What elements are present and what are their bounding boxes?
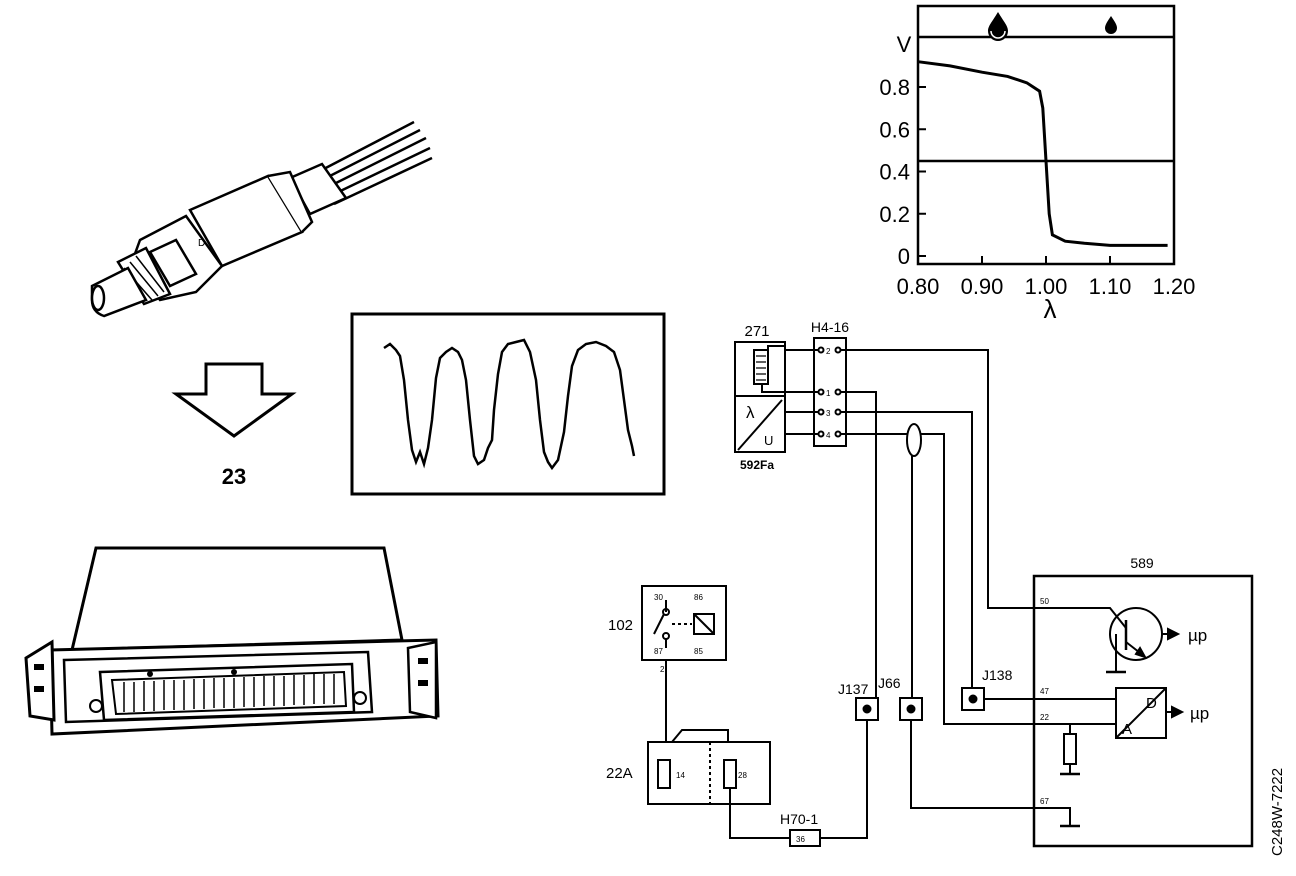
relay-pin-30: 30 xyxy=(654,593,663,602)
lambda-symbol: λ xyxy=(746,403,755,422)
ecu-pin-50: 50 xyxy=(1040,597,1049,606)
lean-drop-icon xyxy=(1105,16,1117,34)
ecu-pin-47: 47 xyxy=(1040,687,1049,696)
junction-j138-label: J138 xyxy=(982,667,1013,683)
sensor-voltage-curve xyxy=(917,60,1168,247)
relay-bottom-pin: 2 xyxy=(660,665,665,674)
oscilloscope-panel xyxy=(350,312,666,496)
oxygen-sensor-illustration: D xyxy=(90,120,433,318)
connector-h70-1 xyxy=(789,829,821,847)
y-tick-label: 0.4 xyxy=(879,160,910,185)
microprocessor-label-2: µp xyxy=(1190,704,1209,723)
junction-j66 xyxy=(899,697,923,721)
connector-pin-2: 2 xyxy=(826,347,831,356)
wiring-schematic: 271 592Fa λ U H4-16 2 1 3 4 xyxy=(606,319,1254,848)
x-tick-label: 0.80 xyxy=(897,274,940,299)
voltage-symbol: U xyxy=(764,433,773,448)
x-tick-label: 1.10 xyxy=(1089,274,1132,299)
sensor-sublabel: 592Fa xyxy=(740,458,774,472)
ecu-id-label: 589 xyxy=(1130,555,1154,571)
adc-input-label: A xyxy=(1122,721,1132,738)
junction-j137 xyxy=(855,697,879,721)
ecu-illustration xyxy=(24,546,440,736)
chart-frame xyxy=(916,4,1176,266)
x-tick-label: 1.00 xyxy=(1025,274,1068,299)
microprocessor-label-1: µp xyxy=(1188,626,1207,645)
figure-reference-code: C248W-7222 xyxy=(1269,768,1286,856)
x-axis-label: λ xyxy=(1044,294,1057,324)
ecu-589-block xyxy=(1032,574,1254,848)
ecu-pin-67: 67 xyxy=(1040,797,1049,806)
connector-h70-1-pin: 36 xyxy=(796,835,805,844)
svg-text:D: D xyxy=(198,238,205,249)
x-tick-label: 0.90 xyxy=(961,274,1004,299)
connector-h70-1-label: H70-1 xyxy=(780,811,818,827)
sensor-waveform xyxy=(383,338,636,471)
y-tick-label: 0.8 xyxy=(879,75,910,100)
y-unit-label: V xyxy=(897,32,912,57)
connector-pin-4: 4 xyxy=(826,431,831,440)
connector-h4-16-label: H4-16 xyxy=(811,319,849,335)
rich-drop-icon xyxy=(988,12,1008,41)
lambda-sensor-block xyxy=(734,341,786,453)
sensor-id-label: 271 xyxy=(744,323,769,340)
junction-j66-label: J66 xyxy=(878,675,901,691)
fuse-box-id-label: 22A xyxy=(606,765,633,782)
step-number: 23 xyxy=(222,464,246,489)
connector-h4-16 xyxy=(813,337,847,447)
y-tick-label: 0.6 xyxy=(879,117,910,142)
adc-output-label: D xyxy=(1146,695,1157,712)
fuse-28-label: 28 xyxy=(738,771,747,780)
down-arrow-icon xyxy=(171,362,297,438)
y-tick-label: 0 xyxy=(898,244,910,269)
relay-id-label: 102 xyxy=(608,617,633,634)
relay-pin-87: 87 xyxy=(654,647,663,656)
relay-pin-85: 85 xyxy=(694,647,703,656)
junction-j138 xyxy=(961,687,985,711)
x-tick-label: 1.20 xyxy=(1153,274,1196,299)
fuse-box-22a xyxy=(647,729,771,805)
connector-pin-3: 3 xyxy=(826,409,831,418)
connector-pin-1: 1 xyxy=(826,389,831,398)
ecu-pin-22: 22 xyxy=(1040,713,1049,722)
relay-pin-86: 86 xyxy=(694,593,703,602)
lambda-voltage-chart: 0 0.2 0.4 0.6 0.8 0.80 0.90 1.00 1.10 1.20 V λ xyxy=(879,4,1196,324)
fuse-14-label: 14 xyxy=(676,771,685,780)
relay-102 xyxy=(641,585,727,661)
junction-j137-label: J137 xyxy=(838,681,869,697)
y-tick-label: 0.2 xyxy=(879,202,910,227)
